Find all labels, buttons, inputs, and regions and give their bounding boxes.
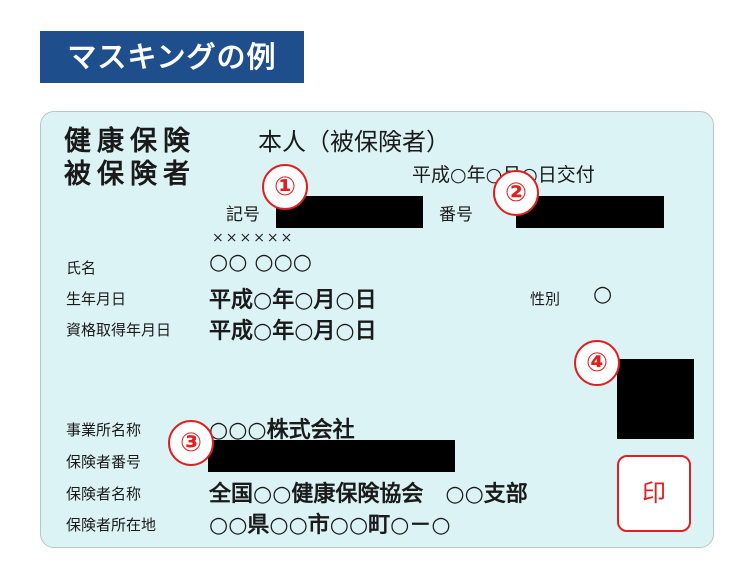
insurer-number-label: 保険者番号 (66, 453, 142, 471)
name-kana: ×××××× (212, 230, 295, 246)
marker-2: ② (493, 170, 539, 216)
seal-stamp: 印 (617, 455, 691, 532)
insurer-name-label: 保険者名称 (66, 485, 142, 503)
insurer-number-mask (208, 440, 455, 472)
number-mask (516, 196, 664, 228)
qualification-value: 平成○年○月○日 (209, 318, 377, 344)
office-value: ○○○株式会社 (209, 417, 355, 443)
number-label: 番号 (439, 205, 473, 225)
marker-1: ① (262, 164, 308, 210)
birth-value: 平成○年○月○日 (209, 287, 377, 313)
qualification-label: 資格取得年月日 (66, 321, 172, 339)
marker-4: ④ (574, 340, 620, 386)
card-title-line1: 健康保険 (64, 126, 196, 157)
birth-label: 生年月日 (66, 290, 127, 308)
insurer-address-value: ○○県○○市○○町○－○ (209, 512, 451, 538)
insurer-address-label: 保険者所在地 (66, 516, 157, 534)
card-title-line2: 被保険者 (64, 159, 196, 190)
office-label: 事業所名称 (66, 421, 142, 439)
name-value: ○○ ○○○ (209, 250, 312, 275)
page-title: マスキングの例 (40, 31, 304, 83)
insurance-card (40, 111, 714, 548)
symbol-label: 記号 (226, 205, 260, 225)
insurer-name-value: 全国○○健康保険協会 ○○支部 (209, 481, 528, 507)
marker-3: ③ (168, 420, 214, 466)
photo-mask (617, 359, 694, 439)
sex-value: ○ (593, 282, 613, 307)
name-label: 氏名 (66, 259, 97, 277)
holder-type: 本人（被保険者） (258, 128, 450, 156)
sex-label: 性別 (530, 290, 561, 308)
